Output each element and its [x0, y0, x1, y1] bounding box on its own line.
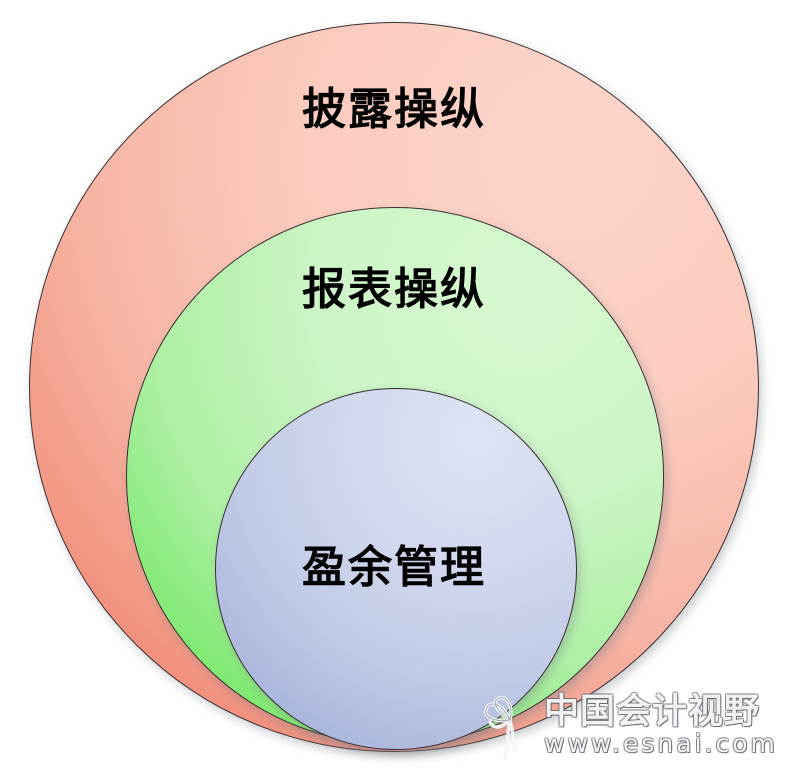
watermark: 中国会计视野 www.esnai.com — [480, 686, 780, 766]
butterfly-logo-icon — [480, 690, 542, 762]
watermark-url: www.esnai.com — [544, 728, 778, 758]
inner-circle-label: 盈余管理 — [302, 542, 486, 593]
middle-circle-label: 报表操纵 — [302, 264, 486, 315]
inner-circle-earnings-management[interactable] — [215, 388, 577, 750]
watermark-text: 中国会计视野 www.esnai.com — [544, 692, 778, 758]
outer-circle-label: 披露操纵 — [302, 84, 486, 135]
watermark-site-name: 中国会计视野 — [544, 692, 761, 733]
